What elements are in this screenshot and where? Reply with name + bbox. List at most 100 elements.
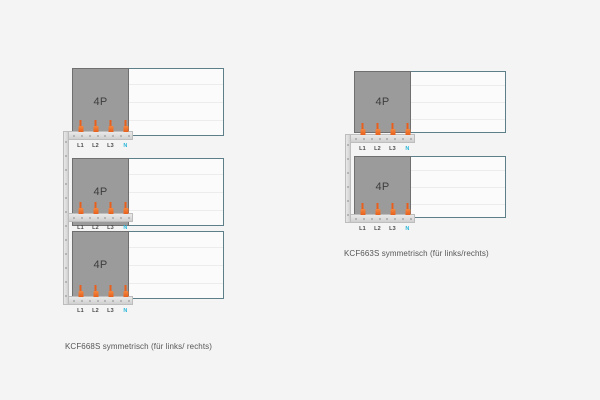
rail-hole bbox=[65, 169, 67, 171]
panel-band bbox=[129, 102, 223, 103]
rail-hole bbox=[128, 134, 130, 137]
rail-hole bbox=[65, 183, 67, 185]
pin-stem bbox=[109, 202, 112, 209]
connector-pin-N bbox=[123, 202, 128, 214]
pin-stem bbox=[361, 123, 364, 130]
device-panel bbox=[411, 71, 506, 133]
phase-label-L3: L3 bbox=[107, 307, 114, 314]
connector-pin-L3 bbox=[108, 202, 113, 214]
connector-pin-N bbox=[405, 203, 410, 215]
rail-hole bbox=[410, 217, 412, 220]
rail-hole bbox=[88, 299, 91, 302]
module-1: 4P bbox=[72, 68, 224, 136]
panel-band bbox=[411, 170, 505, 172]
panel-band bbox=[129, 265, 223, 266]
connector-pin-N bbox=[405, 123, 410, 135]
rail-hole bbox=[65, 239, 67, 241]
pin-base bbox=[405, 129, 410, 135]
phase-label-N: N bbox=[405, 225, 410, 232]
pin-base bbox=[390, 209, 395, 215]
phase-label-L3: L3 bbox=[107, 224, 114, 231]
rail-hole bbox=[65, 281, 67, 283]
rail-hole bbox=[120, 134, 123, 137]
rail-hole bbox=[355, 217, 357, 220]
pin-base bbox=[93, 291, 98, 297]
rail-hole bbox=[362, 137, 365, 140]
connector-pin-L1 bbox=[78, 202, 83, 214]
pin-base bbox=[108, 126, 113, 132]
rail-hole bbox=[347, 200, 349, 202]
connector-pin-L2 bbox=[375, 123, 380, 135]
rail-hole bbox=[347, 144, 349, 146]
phase-label-row-1: L1 L2 L3 N bbox=[0, 142, 600, 151]
phase-label-N: N bbox=[123, 142, 128, 149]
rail-hole bbox=[128, 299, 130, 302]
panel-band bbox=[129, 210, 223, 212]
pin-base bbox=[405, 209, 410, 215]
rail-hole bbox=[402, 217, 405, 220]
rail-hole bbox=[88, 216, 91, 219]
pin-base bbox=[390, 129, 395, 135]
phase-label-row-3: L1 L2 L3 N bbox=[0, 307, 600, 316]
pin-base bbox=[78, 126, 83, 132]
pole-block-4p: 4P bbox=[72, 68, 129, 136]
pin-base bbox=[360, 129, 365, 135]
rail-hole bbox=[370, 137, 373, 140]
rail-hole bbox=[65, 197, 67, 199]
pin-base bbox=[108, 291, 113, 297]
rail-hole bbox=[378, 137, 381, 140]
pin-stem bbox=[94, 285, 97, 292]
phase-label-L1: L1 bbox=[359, 145, 366, 152]
phase-label-N: N bbox=[123, 307, 128, 314]
rail-hole bbox=[347, 214, 349, 216]
pin-stem bbox=[124, 285, 127, 292]
pin-base bbox=[123, 126, 128, 132]
device-panel bbox=[129, 68, 224, 136]
pin-base bbox=[78, 208, 83, 214]
rail-hole bbox=[80, 216, 83, 219]
busbar-rail-1 bbox=[68, 131, 133, 140]
phase-label-L3: L3 bbox=[107, 142, 114, 149]
pin-base bbox=[93, 126, 98, 132]
pin-base bbox=[108, 208, 113, 214]
connector-pin-L2 bbox=[93, 202, 98, 214]
pin-stem bbox=[391, 123, 394, 130]
panel-band bbox=[411, 85, 505, 87]
module-2: 4P bbox=[354, 156, 506, 218]
module-1: 4P bbox=[354, 71, 506, 133]
phase-label-N: N bbox=[123, 224, 128, 231]
rail-hole bbox=[394, 137, 397, 140]
panel-band bbox=[129, 283, 223, 285]
pin-base bbox=[123, 291, 128, 297]
pin-base bbox=[375, 209, 380, 215]
assembly-caption-kcf663s: KCF663S symmetrisch (für links/rechts) bbox=[344, 249, 489, 258]
module-3: 4P bbox=[72, 231, 224, 299]
rail-hole bbox=[65, 141, 67, 143]
connector-pin-N bbox=[123, 120, 128, 132]
phase-label-L2: L2 bbox=[92, 142, 99, 149]
phase-label-row-2: L1 L2 L3 N bbox=[0, 224, 600, 233]
connector-pin-L1 bbox=[360, 203, 365, 215]
phase-label-L1: L1 bbox=[359, 225, 366, 232]
phase-label-L2: L2 bbox=[92, 307, 99, 314]
phase-label-L2: L2 bbox=[374, 225, 381, 232]
phase-label-L1: L1 bbox=[77, 307, 84, 314]
panel-band bbox=[411, 203, 505, 205]
phase-label-L1: L1 bbox=[77, 224, 84, 231]
rail-hole bbox=[355, 137, 357, 140]
rail-hole bbox=[112, 134, 115, 137]
phase-label-L3: L3 bbox=[389, 145, 396, 152]
pin-stem bbox=[124, 202, 127, 209]
panel-band bbox=[129, 120, 223, 122]
rail-hole bbox=[65, 211, 67, 213]
rail-hole bbox=[347, 158, 349, 160]
rail-hole bbox=[80, 299, 83, 302]
phase-label-N: N bbox=[405, 145, 410, 152]
phase-label-L1: L1 bbox=[77, 142, 84, 149]
connector-pin-L2 bbox=[93, 285, 98, 297]
pin-stem bbox=[376, 203, 379, 210]
rail-hole bbox=[65, 225, 67, 227]
rail-hole bbox=[65, 267, 67, 269]
pole-block-4p: 4P bbox=[354, 71, 411, 133]
rail-hole bbox=[112, 299, 115, 302]
